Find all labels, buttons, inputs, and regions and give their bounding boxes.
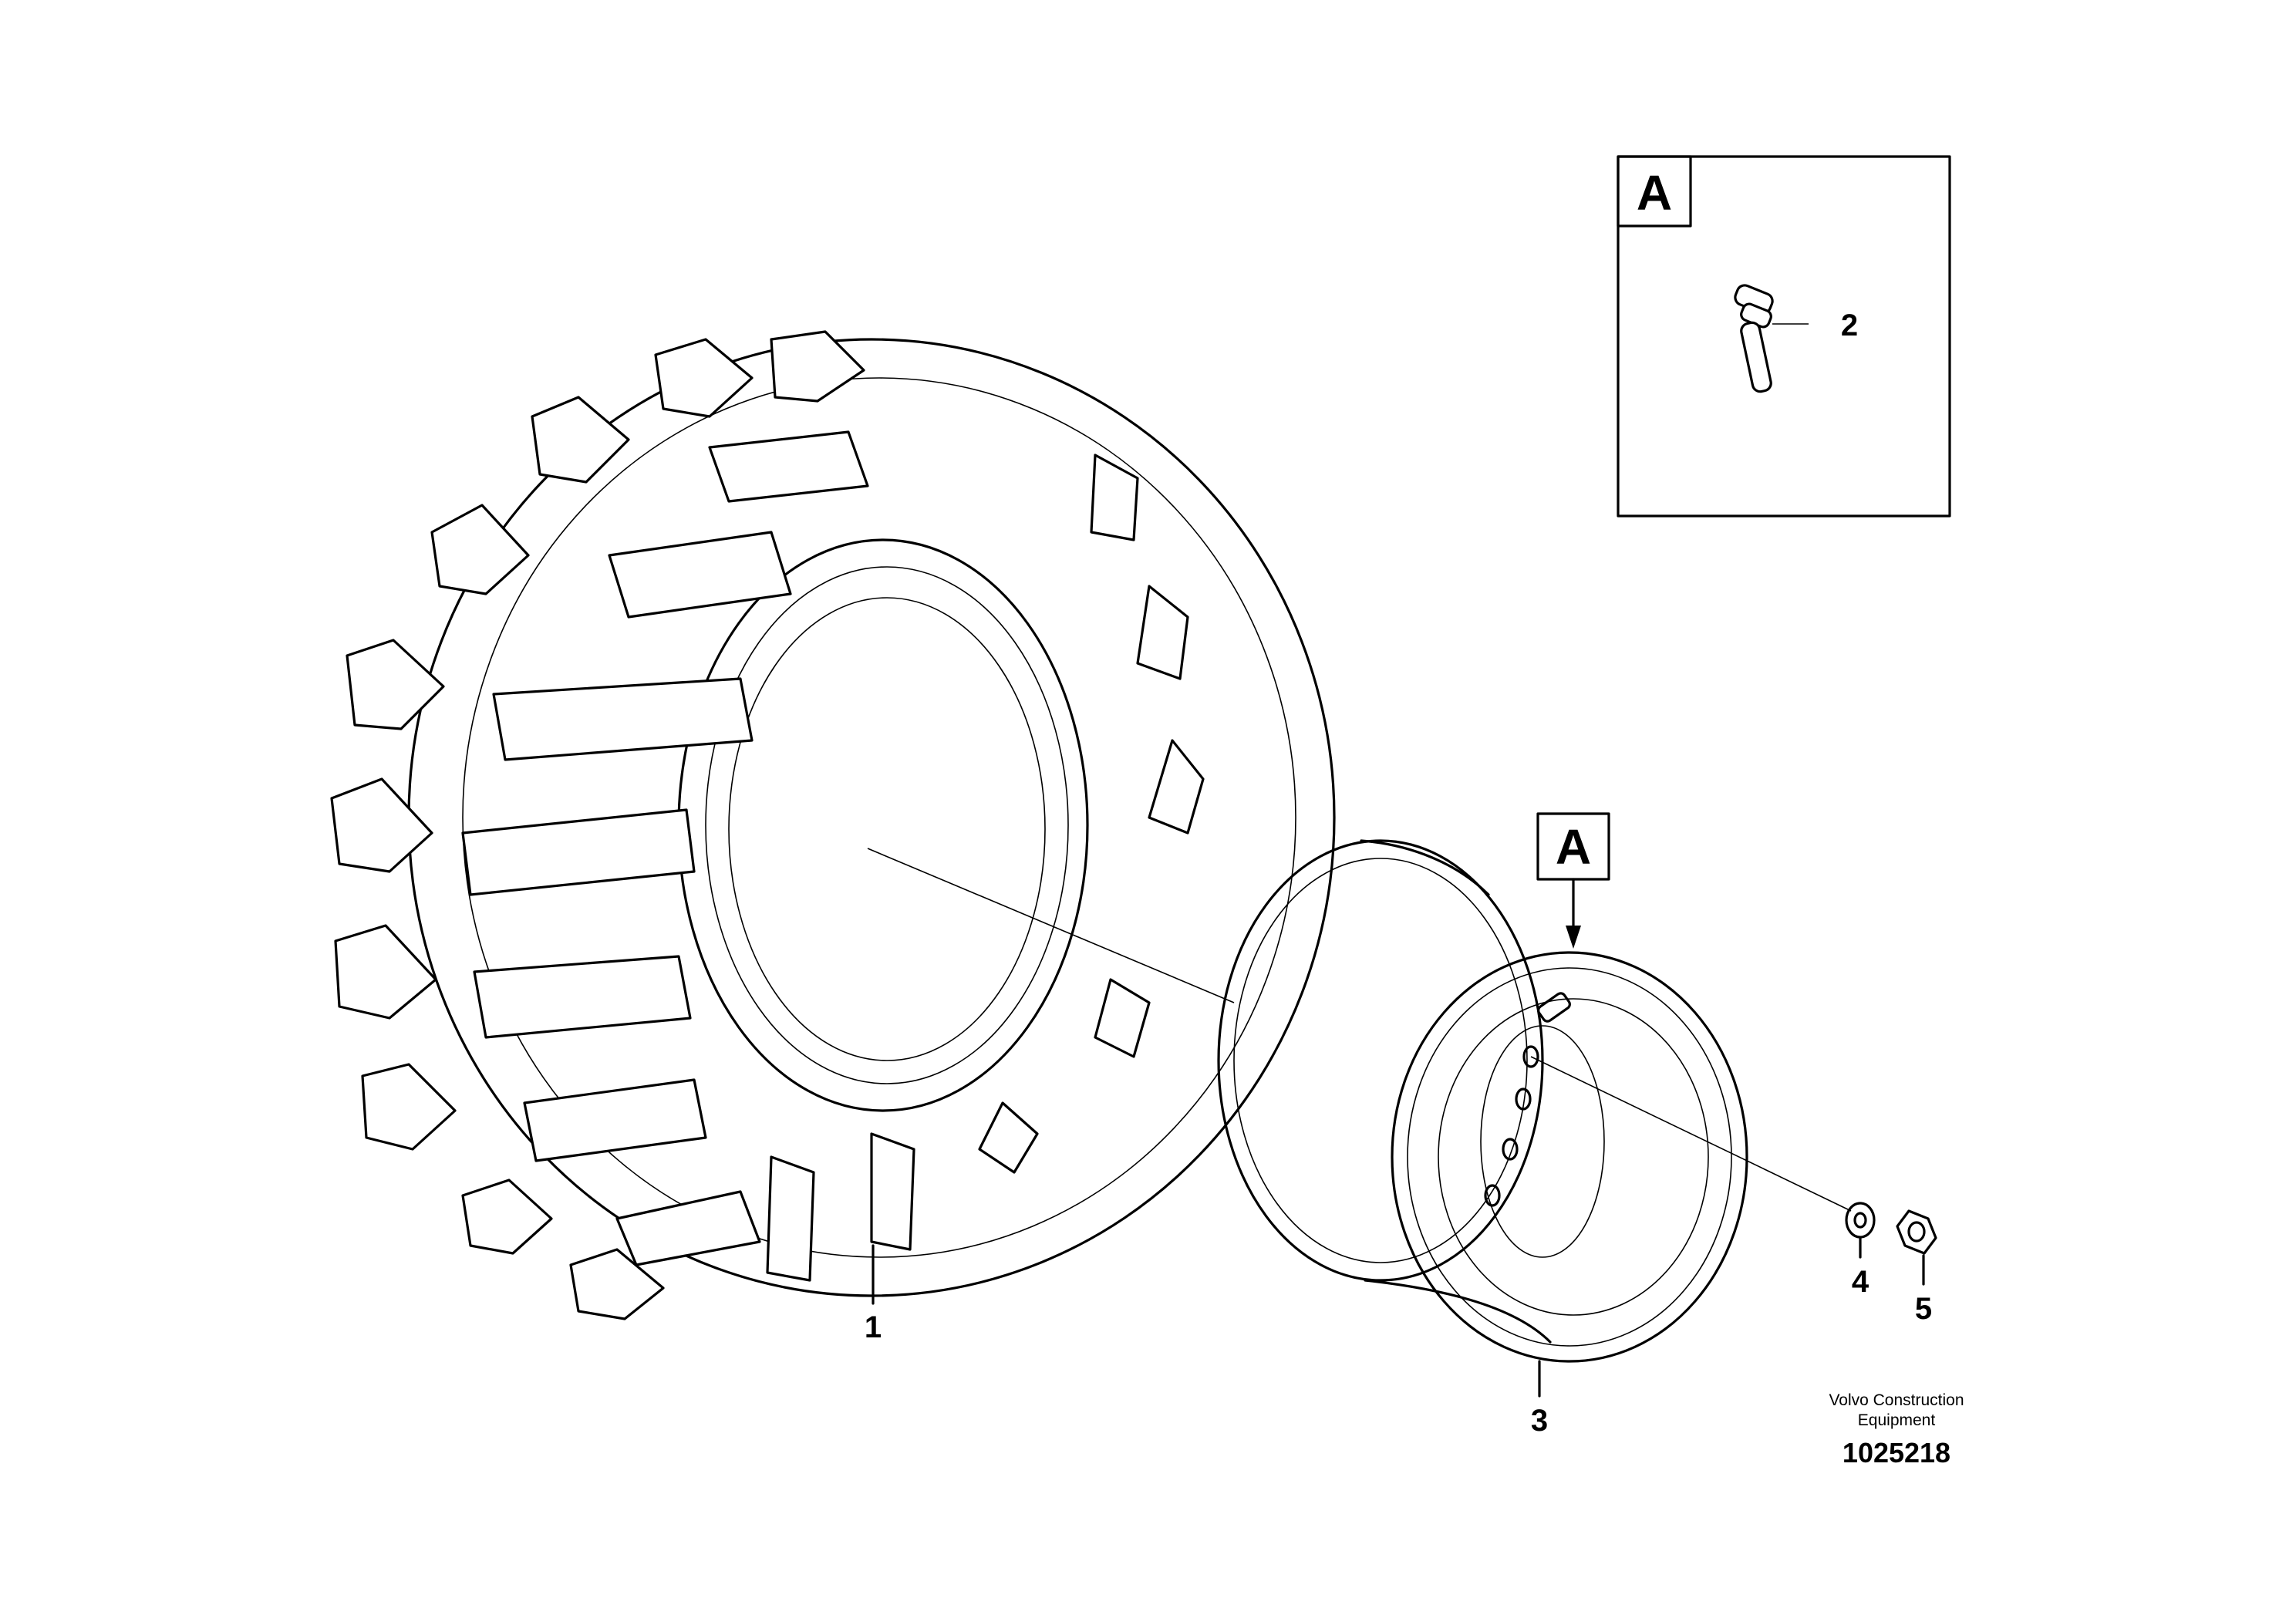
callout-4-number: 4 <box>1852 1265 1870 1299</box>
document-number: 1025218 <box>1843 1437 1950 1469</box>
washer-drawing <box>1845 1202 1876 1239</box>
stud-axis-line <box>1530 1056 1852 1212</box>
rim-marker-a: A <box>1536 812 1610 949</box>
credit-line-2: Equipment <box>1858 1411 1936 1429</box>
callout-1-number: 1 <box>865 1310 882 1344</box>
rim-drawing <box>1217 839 1748 1363</box>
nut-drawing <box>1896 1209 1937 1255</box>
detail-box-letter: A <box>1637 165 1672 221</box>
callout-5-number: 5 <box>1915 1292 1932 1326</box>
callout-3: 3 <box>1531 1360 1548 1438</box>
callout-2-number: 2 <box>1841 309 1858 342</box>
callout-4: 4 <box>1852 1236 1870 1299</box>
tyre-drawing <box>330 330 1336 1320</box>
callout-2: 2 <box>1841 309 1858 342</box>
detail-box-a: A <box>1617 155 1951 518</box>
tyre-rim-axis-line <box>867 848 1235 1003</box>
callout-1: 1 <box>865 1244 882 1344</box>
rim-marker-letter: A <box>1556 819 1591 875</box>
callout-3-number: 3 <box>1531 1404 1548 1438</box>
valve-icon <box>1734 284 1774 393</box>
credit-line-1: Volvo Construction <box>1829 1391 1964 1409</box>
callout-5: 5 <box>1915 1254 1932 1326</box>
